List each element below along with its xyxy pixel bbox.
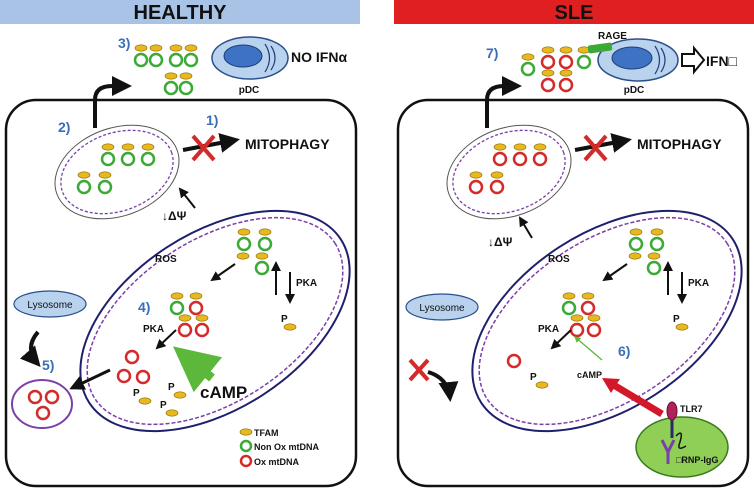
mtdna-mixed-healthy — [169, 292, 210, 338]
ox-mtdna-sle — [506, 353, 522, 369]
pka-right-sle: PKA — [688, 278, 709, 289]
autophagosome-healthy — [11, 379, 73, 429]
pka-left-sle: PKA — [538, 324, 559, 335]
pdc-label-healthy: pDC — [239, 85, 260, 96]
blocked-mitophagy-arrow-healthy — [182, 133, 240, 162]
phospho-tfam-right-healthy: P — [281, 314, 297, 331]
svg-text:P: P — [281, 314, 288, 325]
small-mitochondrion-sle — [446, 124, 572, 220]
legend-ox: Ox mtDNA — [254, 457, 300, 467]
pdc-label-sle: pDC — [624, 85, 645, 96]
lysosome-fusion-arrow-healthy — [19, 330, 41, 368]
blocked-lysosome-fusion-sle — [408, 358, 459, 402]
endosome-sle: TLR7 □RNP-IgG — [635, 401, 729, 478]
release-arrow-sle — [485, 76, 522, 128]
healthy-header: HEALTHY — [134, 2, 228, 24]
rna-strand — [675, 432, 687, 449]
step-2-label: 2) — [58, 119, 70, 135]
svg-text:P: P — [673, 314, 680, 325]
legend: TFAM Non Ox mtDNA Ox mtDNA — [239, 428, 320, 468]
release-arrow — [93, 76, 132, 128]
step-1-label: 1) — [206, 112, 218, 128]
tlr7-receptor — [666, 401, 678, 421]
tlr7-label: TLR7 — [680, 404, 703, 414]
rage-receptor — [587, 42, 613, 54]
svg-text:P: P — [530, 372, 537, 383]
delta-psi-healthy: ↓ΔΨ — [162, 209, 187, 223]
step-5-label: 5) — [42, 357, 54, 373]
step-4-label: 4) — [138, 299, 150, 315]
tlr7-arrow-head — [602, 378, 620, 393]
sle-header-bar — [394, 0, 754, 24]
tlr7-activation-arrow — [610, 380, 664, 418]
ros-arrow-sle — [602, 263, 628, 282]
ros-arrow-healthy — [210, 263, 236, 282]
mitophagy-label-sle: MITOPHAGY — [637, 136, 722, 152]
delta-psi-arrow-healthy — [178, 187, 196, 209]
ros-label-sle: ROS — [548, 254, 570, 265]
phospho-tfam-cluster-healthy: P P P — [133, 382, 187, 417]
mtdna-top-right-sle — [628, 228, 665, 276]
ifn-label-sle: IFN□ — [706, 53, 738, 69]
svg-text:P: P — [168, 382, 175, 393]
step-3-label: 3) — [118, 35, 130, 51]
pka-left-arrow-sle — [550, 329, 572, 350]
healthy-panel: HEALTHY 2) 3) pDC — [0, 0, 360, 488]
sle-panel: SLE 7) pDC RAGE IFN□ — [394, 0, 754, 488]
delta-psi-arrow-sle — [518, 216, 533, 239]
step-7-label: 7) — [486, 45, 498, 61]
rnp-igg-label: □RNP-IgG — [676, 455, 718, 465]
ros-label-healthy: ROS — [155, 254, 177, 265]
mitophagy-label-healthy: MITOPHAGY — [245, 136, 330, 152]
camp-arrow-healthy — [173, 346, 223, 393]
igg-antibody — [660, 439, 676, 464]
legend-tfam: TFAM — [254, 428, 279, 438]
to-autophagosome-arrow — [69, 368, 111, 390]
pdc-cell-healthy: pDC — [211, 36, 289, 96]
pdc-cell-sle: pDC — [597, 38, 679, 96]
small-mitochondrion-healthy — [54, 124, 180, 220]
svg-text:Lysosome: Lysosome — [419, 303, 465, 314]
pka-left-arrow-healthy — [155, 329, 177, 350]
svg-text:P: P — [160, 400, 167, 411]
pka-left-healthy: PKA — [143, 324, 164, 335]
camp-label-sle: cAMP — [577, 370, 602, 380]
camp-arrow-sle — [574, 336, 603, 361]
lysosome-sle: Lysosome — [405, 293, 479, 321]
delta-psi-sle: ↓ΔΨ — [488, 235, 513, 249]
phospho-tfam-right-sle: P — [673, 314, 689, 331]
rage-label: RAGE — [598, 31, 627, 42]
lysosome-healthy: Lysosome — [13, 290, 87, 318]
ifn-output-arrow — [681, 45, 706, 75]
legend-non-ox: Non Ox mtDNA — [254, 442, 320, 452]
sle-header: SLE — [555, 2, 594, 24]
large-mitochondrion-sle — [471, 209, 743, 433]
blocked-mitophagy-arrow-sle — [574, 133, 632, 162]
phospho-tfam-left-sle: P — [530, 372, 549, 389]
svg-text:Lysosome: Lysosome — [27, 300, 73, 311]
svg-text:P: P — [133, 388, 140, 399]
extracellular-mtdna-sle — [520, 46, 592, 93]
step-6-label: 6) — [618, 343, 630, 359]
no-ifn-label: NO IFNα — [291, 49, 347, 65]
camp-label-healthy: cAMP — [200, 383, 247, 402]
extracellular-mtdna-healthy — [133, 44, 199, 96]
pka-right-healthy: PKA — [296, 278, 317, 289]
healthy-header-bar — [0, 0, 360, 24]
mtdna-top-right-healthy — [236, 228, 273, 276]
ox-mtdna-cluster-healthy — [116, 349, 151, 385]
